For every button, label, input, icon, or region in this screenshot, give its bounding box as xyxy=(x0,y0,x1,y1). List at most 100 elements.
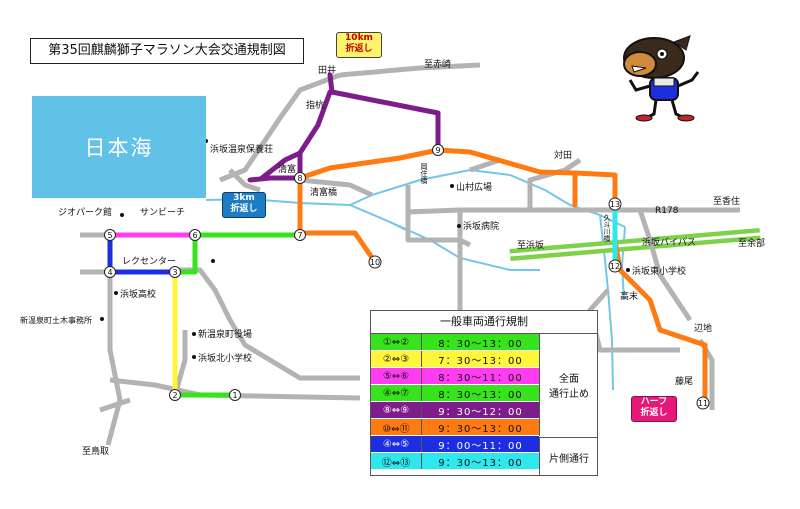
label-kiyotomi-bridge-a: 清富橋 xyxy=(310,186,337,198)
regulation-section: ⑫⇔⑬ xyxy=(371,453,422,469)
svg-text:7: 7 xyxy=(297,231,302,240)
label-fujio: 藤尾 xyxy=(675,375,693,387)
regulation-row: ④⇔⑤ 9：00〜11：00 xyxy=(371,436,539,452)
checkpoint-6: 6 xyxy=(189,229,201,241)
label-sashikui: 指杭 xyxy=(306,99,324,111)
label-henchi: 辺地 xyxy=(694,322,712,334)
svg-text:11: 11 xyxy=(698,399,708,408)
checkpoint-10: 10 xyxy=(368,255,382,269)
regulation-time: 9：30〜12：00 xyxy=(438,406,523,418)
label-geopark: ジオパーク館 xyxy=(58,206,112,218)
regulation-section: ⑧⇔⑨ xyxy=(371,402,422,418)
label-takasue: 高末 xyxy=(620,290,638,302)
course-routes xyxy=(107,72,708,403)
purple-course-branch xyxy=(247,89,333,183)
svg-text:4: 4 xyxy=(107,268,112,277)
label-shin-onsen-doboku: 新温泉町土木事務所 xyxy=(20,315,92,325)
place-labels: 田井 至赤崎 指杭 浜坂温泉保養荘 清富 清富橋 山村広場 対田 ジオパーク館 … xyxy=(20,58,765,457)
regulation-row: ②⇔③ 7：30〜13：00 xyxy=(371,351,539,367)
note-one-side: 片側通行 xyxy=(539,437,598,476)
label-to-kasumi: 至香住 xyxy=(713,195,740,207)
label-shuzumi-bridge: 岡住橋 xyxy=(420,163,428,185)
label-hamasaka-hospital: 浜坂病院 xyxy=(463,220,499,232)
note-full-closure: 全面 通行止め xyxy=(539,334,598,436)
bridge-labels: 岡住橋 久斗川橋 xyxy=(420,163,611,243)
svg-text:10: 10 xyxy=(370,258,380,267)
checkpoint-2: 2 xyxy=(169,389,181,401)
label-shin-onsen-office: 新温泉町役場 xyxy=(198,328,252,340)
regulation-row: ①⇔② 8：30〜13：00 xyxy=(371,334,539,350)
regulation-row: ④⇔⑦ 8：30〜13：00 xyxy=(371,385,539,401)
label-sunbeach: サンビーチ xyxy=(140,207,185,218)
label-to-hamasaka: 至浜坂 xyxy=(517,240,544,251)
label-hamasaka-hs: 浜坂高校 xyxy=(120,288,156,300)
regulation-time: 9：30〜13：00 xyxy=(438,457,523,469)
checkpoint-4: 4 xyxy=(104,266,116,278)
turnaround-half-callout: ハーフ 折返し xyxy=(631,396,677,422)
regulation-time: 8：30〜13：00 xyxy=(438,338,523,350)
bypass-road xyxy=(509,228,761,261)
label-taida: 対田 xyxy=(554,149,572,161)
sea-label: 日本海 xyxy=(84,136,154,160)
label-kiyotomi: 清富 xyxy=(278,163,296,175)
label-hamasaka-bypass: 浜坂バイパス xyxy=(642,237,696,248)
orange-course-main xyxy=(297,147,618,208)
traffic-regulation-table: 一般車両通行規制 ①⇔② 8：30〜13：00 ②⇔③ 7：30〜13：00 ⑤⇔⑥ 8：… xyxy=(370,310,598,476)
regulation-time: 8：30〜13：00 xyxy=(438,389,523,401)
turnaround-3km-callout: 3km 折返し xyxy=(222,192,266,218)
checkpoint-9: 9 xyxy=(432,144,444,156)
label-to-akasaki: 至赤崎 xyxy=(424,58,451,70)
svg-text:8: 8 xyxy=(297,174,302,183)
label-r178: R178 xyxy=(655,206,679,216)
regulation-header: 一般車両通行規制 xyxy=(371,311,597,334)
svg-text:5: 5 xyxy=(107,231,112,240)
regulation-time: 9：30〜13：00 xyxy=(438,423,523,435)
svg-text:12: 12 xyxy=(610,262,620,271)
checkpoint-5: 5 xyxy=(104,229,116,241)
svg-text:9: 9 xyxy=(435,146,440,155)
purple-course-branch-2 xyxy=(259,150,303,181)
regulation-row: ⑧⇔⑨ 9：30〜12：00 xyxy=(371,402,539,418)
checkpoint-7: 7 xyxy=(294,229,306,241)
checkpoint-8: 8 xyxy=(294,172,306,184)
regulation-section: ④⇔⑦ xyxy=(371,385,422,401)
regulation-section: ①⇔② xyxy=(371,334,422,350)
regulation-time: 8：30〜11：00 xyxy=(438,372,523,384)
checkpoint-1: 1 xyxy=(229,389,241,401)
label-taii: 田井 xyxy=(318,64,336,76)
kirin-shishi-mascot-icon xyxy=(623,35,700,122)
green-course-connector xyxy=(172,232,198,275)
regulation-section: ⑩⇔⑪ xyxy=(371,419,422,435)
checkpoints: 1 2 3 4 5 6 7 8 9 10 11 12 13 xyxy=(104,144,710,410)
map-title: 第35回麒麟獅子マラソン大会交通規制図 xyxy=(30,38,304,64)
checkpoint-11: 11 xyxy=(696,396,710,410)
landmark-dots xyxy=(100,139,630,359)
sea-area: 日本海 xyxy=(32,96,206,198)
regulation-time: 7：30〜13：00 xyxy=(438,355,523,367)
label-rec-center: レクセンター xyxy=(122,256,176,267)
label-to-amarube: 至余部 xyxy=(738,237,765,249)
regulation-row: ⑤⇔⑥ 8：30〜11：00 xyxy=(371,368,539,384)
svg-text:3: 3 xyxy=(172,268,177,277)
svg-text:6: 6 xyxy=(192,231,197,240)
label-to-tottori: 至鳥取 xyxy=(82,445,109,457)
roads xyxy=(80,62,740,446)
svg-text:13: 13 xyxy=(610,200,620,209)
regulation-row: ⑫⇔⑬ 9：30〜13：00 xyxy=(371,453,539,469)
regulation-section: ④⇔⑤ xyxy=(371,436,422,452)
label-yamamura-hiroba: 山村広場 xyxy=(456,181,492,193)
purple-course xyxy=(327,72,441,153)
label-hamasaka-north-es: 浜坂北小学校 xyxy=(198,352,252,364)
label-hamasaka-onsen-hoyoso: 浜坂温泉保養荘 xyxy=(210,143,273,155)
regulation-section: ⑤⇔⑥ xyxy=(371,368,422,384)
checkpoint-13: 13 xyxy=(608,197,622,211)
regulation-row: ⑩⇔⑪ 9：30〜13：00 xyxy=(371,419,539,435)
regulation-section: ②⇔③ xyxy=(371,351,422,367)
orange-course-branch-7 xyxy=(297,175,378,265)
checkpoint-3: 3 xyxy=(169,266,181,278)
regulation-time: 9：00〜11：00 xyxy=(438,440,523,452)
svg-text:1: 1 xyxy=(232,391,237,400)
turnaround-10km-callout: 10km 折返し xyxy=(336,32,382,58)
